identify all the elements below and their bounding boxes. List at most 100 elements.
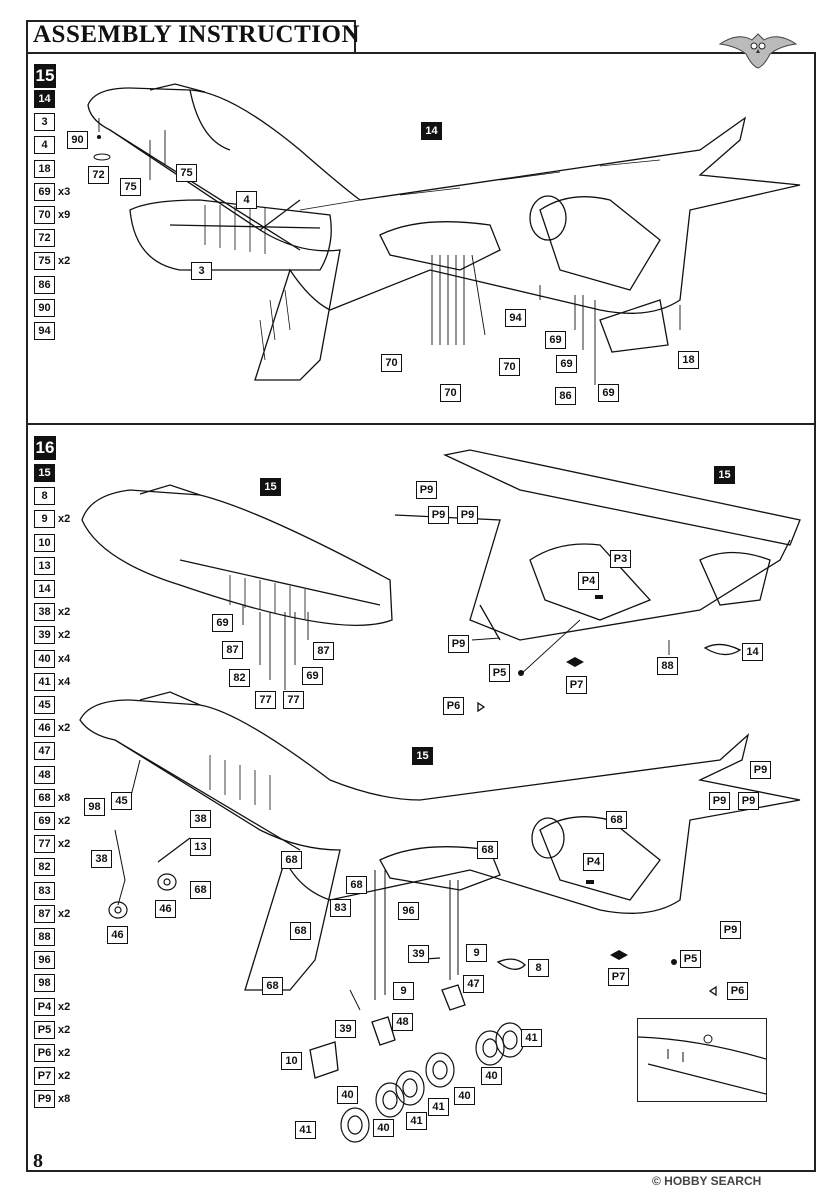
callout-4: 4 bbox=[236, 191, 257, 209]
callout-p9: P9 bbox=[738, 792, 759, 810]
callout-87: 87 bbox=[313, 642, 334, 660]
callout-83: 83 bbox=[330, 899, 351, 917]
part-number-box: P5 bbox=[34, 1020, 55, 1039]
callout-46: 46 bbox=[107, 926, 128, 944]
callout-68: 68 bbox=[477, 841, 498, 859]
part-quantity: x2 bbox=[58, 1023, 71, 1036]
part-quantity: x8 bbox=[58, 1093, 71, 1106]
callout-87: 87 bbox=[222, 641, 243, 659]
callout-45: 45 bbox=[111, 792, 132, 810]
part-number-box: 68 bbox=[34, 788, 55, 807]
parts-list-item: 90 bbox=[34, 298, 55, 317]
part-quantity: x4 bbox=[58, 652, 71, 665]
part-number-box: 77 bbox=[34, 835, 55, 854]
callout-p3: P3 bbox=[610, 550, 631, 568]
callout-98: 98 bbox=[84, 798, 105, 816]
detail-inset-drawing bbox=[637, 1034, 767, 1095]
part-quantity: x2 bbox=[58, 255, 71, 268]
callout-15: 15 bbox=[412, 747, 433, 765]
parts-list-item: 96 bbox=[34, 951, 55, 970]
callout-38: 38 bbox=[91, 850, 112, 868]
callout-p5: P5 bbox=[489, 664, 510, 682]
callout-94: 94 bbox=[505, 309, 526, 327]
callout-9: 9 bbox=[393, 982, 414, 1000]
step-15-number: 15 bbox=[34, 64, 56, 88]
owl-logo-icon bbox=[718, 33, 798, 69]
detail-inset bbox=[637, 1018, 767, 1102]
callout-68: 68 bbox=[346, 876, 367, 894]
callout-77: 77 bbox=[283, 691, 304, 709]
part-number-box: P4 bbox=[34, 997, 55, 1016]
callout-15: 15 bbox=[260, 478, 281, 496]
part-number-box: 48 bbox=[34, 765, 55, 784]
part-quantity: x2 bbox=[58, 722, 71, 735]
part-number-box: 45 bbox=[34, 696, 55, 714]
callout-38: 38 bbox=[190, 810, 211, 828]
callout-82: 82 bbox=[229, 669, 250, 687]
callout-72: 72 bbox=[88, 166, 109, 184]
part-quantity: x3 bbox=[58, 185, 71, 198]
part-number-box: 38 bbox=[34, 603, 55, 622]
callout-41: 41 bbox=[428, 1098, 449, 1116]
part-quantity: x2 bbox=[58, 1000, 71, 1013]
part-quantity: x2 bbox=[58, 513, 71, 526]
part-quantity: x2 bbox=[58, 1070, 71, 1083]
parts-list-item: 45 bbox=[34, 696, 55, 714]
callout-p9: P9 bbox=[750, 761, 771, 779]
watermark: © HOBBY SEARCH bbox=[652, 1174, 762, 1188]
part-number-box: 18 bbox=[34, 159, 55, 178]
callout-48: 48 bbox=[392, 1013, 413, 1031]
callout-p4: P4 bbox=[583, 853, 604, 871]
callout-39: 39 bbox=[335, 1020, 356, 1038]
callout-88: 88 bbox=[657, 657, 678, 675]
parts-list-item: 3 bbox=[34, 113, 55, 132]
callout-p4: P4 bbox=[578, 572, 599, 590]
callout-p9: P9 bbox=[709, 792, 730, 810]
callout-39: 39 bbox=[408, 945, 429, 963]
callout-9: 9 bbox=[466, 944, 487, 962]
part-number-box: 15 bbox=[34, 464, 55, 482]
callout-77: 77 bbox=[255, 691, 276, 709]
callout-41: 41 bbox=[295, 1121, 316, 1139]
part-number-box: P6 bbox=[34, 1044, 55, 1062]
part-quantity: x8 bbox=[58, 791, 71, 804]
callout-41: 41 bbox=[521, 1029, 542, 1047]
callout-70: 70 bbox=[381, 354, 402, 372]
callout-10: 10 bbox=[281, 1052, 302, 1070]
parts-list-item: 88 bbox=[34, 928, 55, 946]
part-number-box: 3 bbox=[34, 113, 55, 132]
part-number-box: 8 bbox=[34, 487, 55, 506]
part-number-box: 10 bbox=[34, 533, 55, 552]
part-number-box: 88 bbox=[34, 928, 55, 946]
parts-list-item: 98 bbox=[34, 974, 55, 993]
part-quantity: x2 bbox=[58, 629, 71, 642]
callout-14: 14 bbox=[421, 122, 442, 140]
parts-list-item: 4 bbox=[34, 136, 55, 155]
callout-p9: P9 bbox=[457, 506, 478, 524]
part-number-box: 69 bbox=[34, 182, 55, 201]
callout-15: 15 bbox=[714, 466, 735, 484]
part-quantity: x2 bbox=[58, 1047, 71, 1059]
part-number-box: P9 bbox=[34, 1090, 55, 1109]
callout-69: 69 bbox=[556, 355, 577, 373]
callout-70: 70 bbox=[440, 384, 461, 402]
callout-14: 14 bbox=[742, 643, 763, 661]
callout-40: 40 bbox=[337, 1086, 358, 1104]
part-number-box: 4 bbox=[34, 136, 55, 155]
part-number-box: 39 bbox=[34, 626, 55, 645]
part-number-box: P7 bbox=[34, 1067, 55, 1086]
parts-list-item: 8 bbox=[34, 487, 55, 506]
parts-list-item: 18 bbox=[34, 159, 55, 178]
callout-68: 68 bbox=[606, 811, 627, 829]
